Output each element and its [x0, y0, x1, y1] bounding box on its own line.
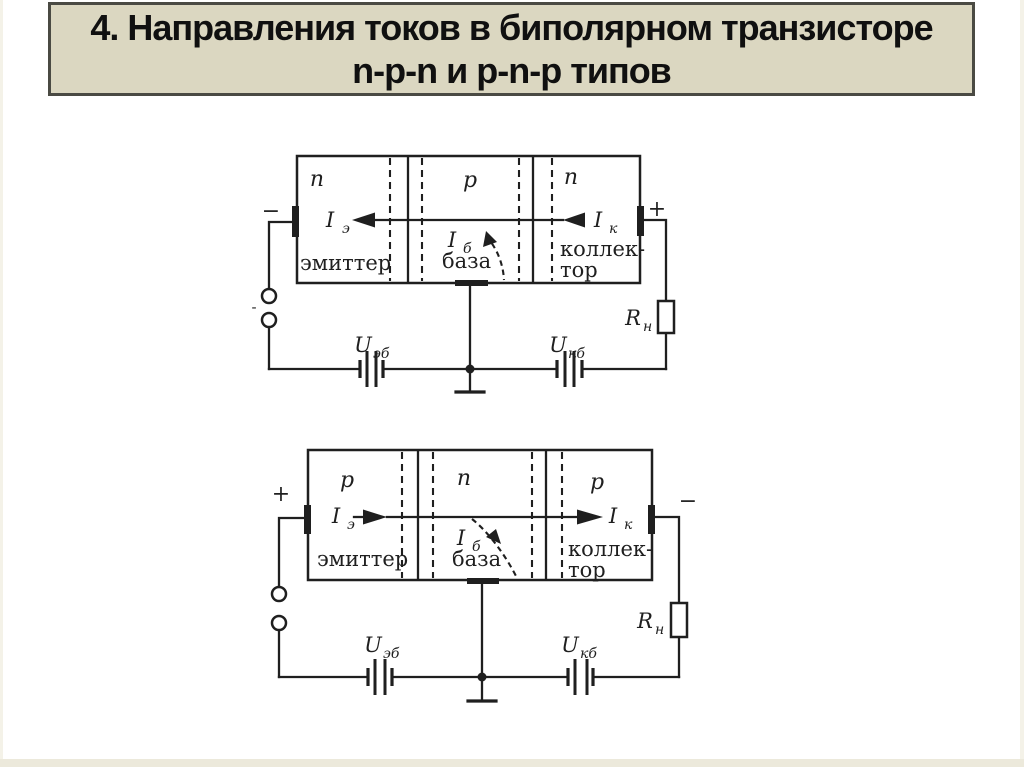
pnp-ukb-label: U [561, 633, 580, 657]
pnp-left-polarity: + [272, 482, 290, 507]
pnp-terminal-circle-lower [270, 614, 288, 632]
pnp-base-label: база [452, 547, 501, 571]
npn-base-current-arrow [483, 231, 497, 247]
pnp-ib-subscript: б [472, 539, 481, 555]
pnp-ueb-subscript: эб [383, 646, 400, 662]
slide-right-edge [1020, 0, 1024, 767]
npn-diagram: n p n I э I к I б эмиттер база коллек- т… [251, 154, 676, 394]
pnp-rn-label: R [636, 609, 653, 633]
pnp-ueb-label: U [364, 633, 383, 657]
pnp-ukb-subscript: кб [580, 646, 597, 662]
pnp-junction-lines [400, 450, 564, 580]
npn-ukb-label: U [549, 333, 568, 357]
npn-base-label: база [442, 249, 491, 273]
npn-collector-current-arrow [563, 212, 585, 228]
slide-title-line1: 4. Направления токов в биполярном транзи… [90, 7, 933, 48]
npn-junction-dot [465, 364, 475, 374]
pnp-rn-subscript: н [655, 622, 664, 638]
pnp-load-resistor [669, 601, 689, 639]
npn-source-minus: - [251, 298, 256, 316]
pnp-emitter-label: эмиттер [317, 547, 408, 571]
pnp-collector-label-1: коллек- [568, 537, 653, 561]
pnp-junction-dot [477, 672, 487, 682]
pnp-right-polarity: − [679, 489, 697, 514]
npn-emitter-current-arrow [352, 212, 375, 228]
pnp-region-mid-label: n [457, 466, 471, 491]
npn-load-resistor [656, 299, 676, 335]
slide-title-box: 4. Направления токов в биполярном транзи… [48, 2, 975, 96]
npn-ib-label: I [447, 228, 457, 252]
npn-collector-label-1: коллек- [560, 237, 645, 261]
pnp-battery-eb [366, 659, 394, 695]
npn-ib-subscript: б [463, 241, 472, 257]
npn-ik-subscript: к [609, 221, 618, 237]
npn-right-polarity: + [648, 197, 666, 222]
npn-ie-label: I [325, 208, 335, 232]
pnp-ik-subscript: к [624, 517, 633, 533]
npn-region-right-label: n [564, 165, 578, 190]
npn-collector-contact [637, 206, 644, 236]
pnp-emitter-contact [304, 505, 311, 534]
pnp-diagram: p n p I э I к I б эмиттер база коллек- т… [270, 448, 697, 703]
pnp-collector-current-arrow [577, 509, 603, 525]
pnp-terminal-circle-upper [270, 585, 288, 603]
npn-ie-subscript: э [342, 221, 350, 237]
pnp-ie-subscript: э [347, 517, 355, 533]
npn-collector-label-2: тор [560, 258, 598, 282]
pnp-base-contact [467, 578, 499, 584]
npn-ukb-subscript: кб [568, 346, 585, 362]
pnp-region-right-label: p [590, 470, 604, 495]
npn-battery-eb [358, 351, 385, 387]
npn-region-left-label: n [310, 167, 324, 192]
npn-rn-label: R [624, 306, 641, 330]
slide-bottom-edge [0, 759, 1024, 767]
npn-rn-subscript: н [643, 319, 652, 335]
pnp-base-current-arrow [486, 529, 501, 544]
slide-title-line2: n-p-n и p-n-p типов [352, 50, 672, 91]
npn-terminal-circle-lower [260, 311, 278, 329]
pnp-ib-label: I [456, 526, 466, 550]
npn-region-mid-label: p [463, 168, 477, 193]
slide-left-edge [0, 0, 3, 767]
npn-ik-label: I [593, 208, 603, 232]
pnp-collector-label-2: тор [568, 558, 606, 582]
npn-base-contact [455, 280, 488, 286]
npn-ueb-label: U [354, 333, 373, 357]
pnp-ik-label: I [608, 504, 618, 528]
npn-terminal-circle-upper [260, 287, 278, 305]
pnp-ie-label: I [331, 504, 341, 528]
npn-emitter-label: эмиттер [300, 251, 391, 275]
pnp-region-left-label: p [340, 468, 354, 493]
pnp-base-current-arc [471, 518, 517, 577]
pnp-emitter-current-arrow [363, 509, 387, 525]
npn-ueb-subscript: эб [373, 346, 390, 362]
pnp-battery-kb [566, 659, 595, 695]
npn-battery-kb [555, 351, 584, 387]
npn-left-polarity: − [262, 199, 280, 224]
pnp-collector-contact [648, 505, 655, 534]
npn-emitter-contact [292, 206, 299, 237]
